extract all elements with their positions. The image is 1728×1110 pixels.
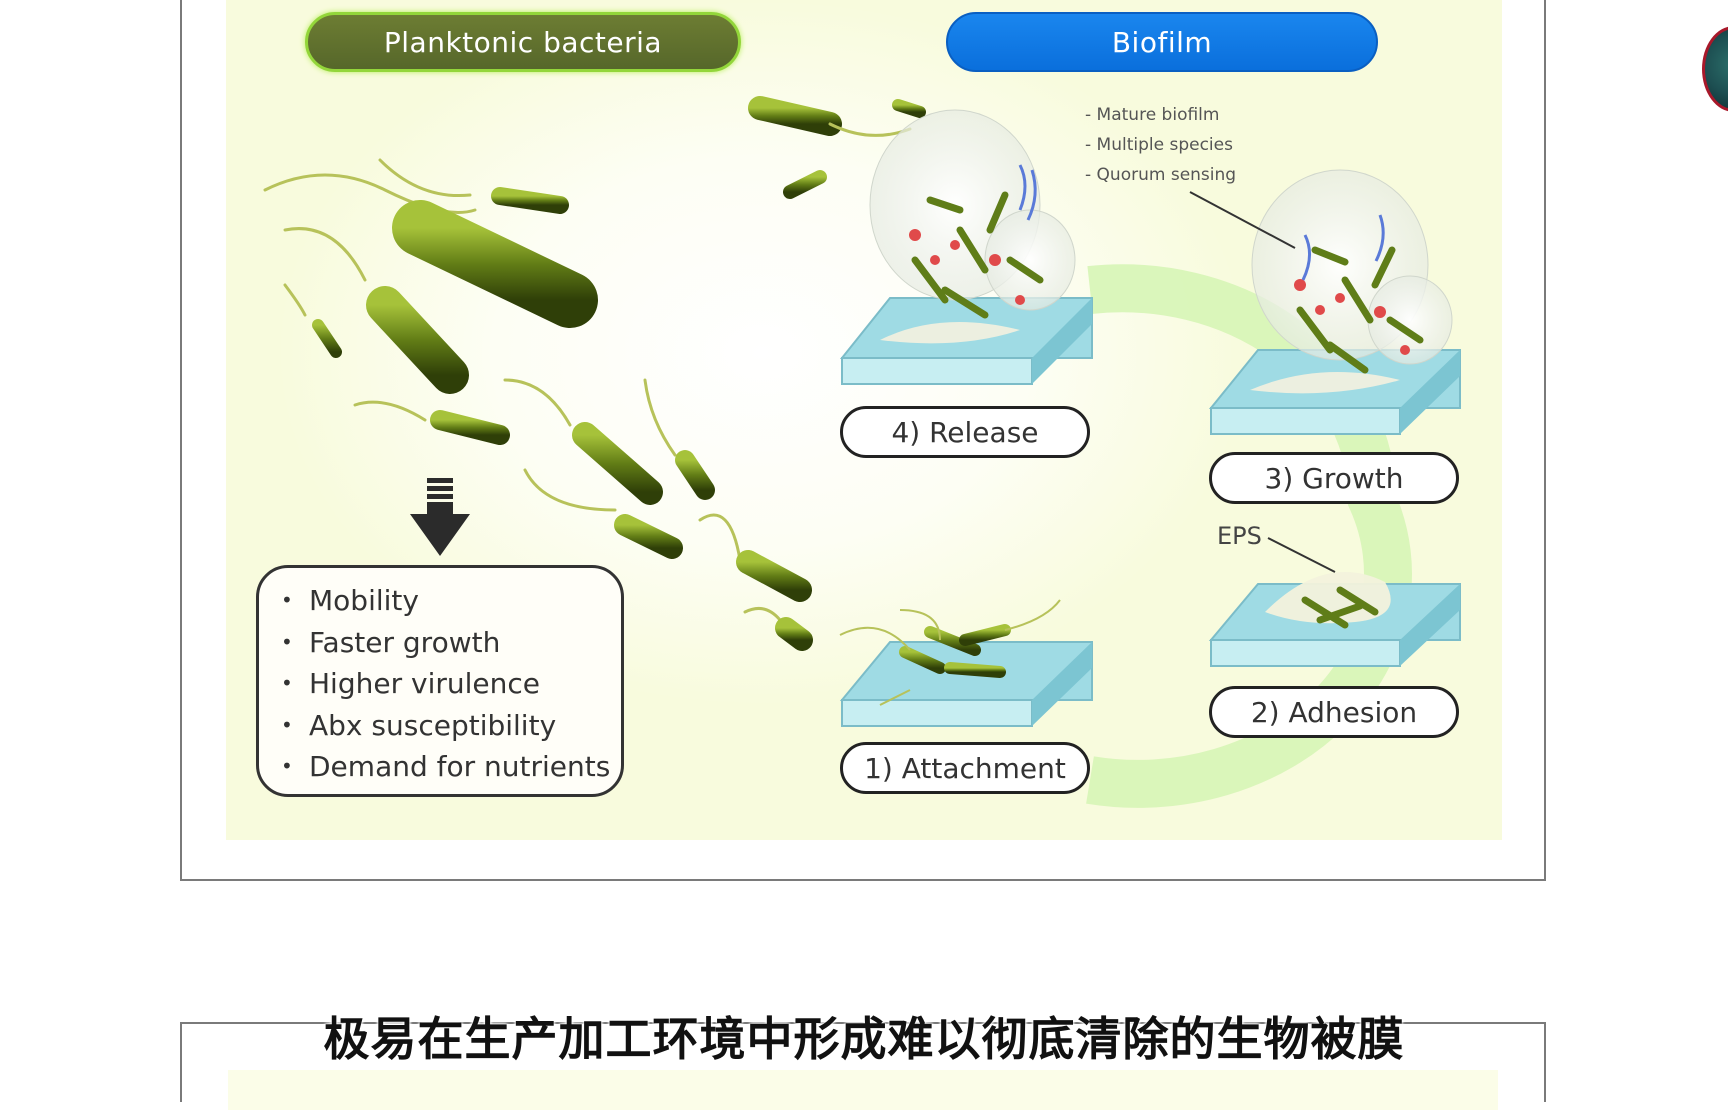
property-item: •Demand for nutrients <box>281 746 621 788</box>
stage-adhesion-surface <box>1208 572 1461 667</box>
stage-growth-colony <box>1251 169 1453 374</box>
bullet-icon: • <box>281 712 293 737</box>
cycle-arrow <box>1086 264 1412 808</box>
stage-attachment-label: 1) Attachment <box>840 742 1090 794</box>
video-subtitle: 极易在生产加工环境中形成难以彻底清除的生物被膜 <box>323 1012 1405 1066</box>
bullet-icon: • <box>281 754 293 778</box>
biofilm-note: Multiple species <box>1085 134 1236 164</box>
property-item: •Abx susceptibility <box>281 705 621 747</box>
planktonic-bacterium <box>283 227 469 394</box>
eps-label: EPS <box>1217 522 1262 550</box>
eps-pointer <box>1267 537 1336 573</box>
stage-release-label: 4) Release <box>840 406 1090 458</box>
stage-growth-surface <box>1208 349 1461 435</box>
quorum-pointer <box>1189 191 1296 249</box>
planktonic-bacterium <box>643 378 715 500</box>
biofilm-note: Quorum sensing <box>1085 164 1237 194</box>
planktonic-bacterium <box>353 400 510 445</box>
stage-release-colony <box>869 109 1076 319</box>
planktonic-bacterium <box>283 283 342 358</box>
planktonic-bacterium <box>503 378 663 505</box>
stage-release-surface <box>839 297 1093 385</box>
planktonic-properties-box: •Mobility •Faster growth •Higher virulen… <box>256 565 624 797</box>
bullet-icon: • <box>281 629 293 654</box>
biofilm-notes: Mature biofilm Multiple species Quorum s… <box>1085 104 1237 194</box>
planktonic-bacterium <box>743 606 813 651</box>
bullet-icon: • <box>281 588 293 612</box>
stage-adhesion-label: 2) Adhesion <box>1209 686 1459 738</box>
released-bacterium <box>748 96 912 137</box>
planktonic-bacterium <box>698 513 812 602</box>
planktonic-bacterium <box>263 173 598 328</box>
property-item: •Faster growth <box>281 622 621 664</box>
down-arrow-icon <box>410 478 470 556</box>
planktonic-bacteria-header: Planktonic bacteria <box>305 12 741 72</box>
figure-illustration <box>263 96 1461 808</box>
biofilm-note: Mature biofilm <box>1085 104 1236 134</box>
stage-growth-label: 3) Growth <box>1209 452 1459 504</box>
planktonic-bacterium <box>523 468 683 559</box>
planktonic-bacterium <box>378 158 569 214</box>
property-item: •Mobility <box>281 580 621 622</box>
property-item: •Higher virulence <box>281 663 621 705</box>
stage-attachment-surface <box>839 599 1093 727</box>
biofilm-header: Biofilm <box>946 12 1378 72</box>
bullet-icon: • <box>281 671 293 695</box>
released-bacterium <box>783 99 926 199</box>
